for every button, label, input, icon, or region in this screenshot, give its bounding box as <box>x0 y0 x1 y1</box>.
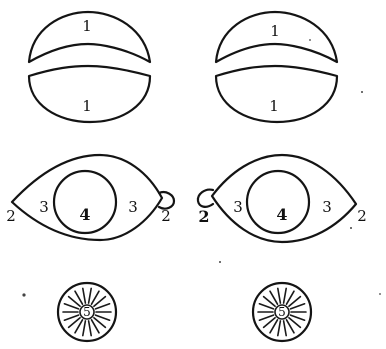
ray-line <box>83 288 86 303</box>
split-sphere-left: 1 1 <box>29 12 150 122</box>
label-5-left: 5 <box>83 305 91 319</box>
bud-right <box>198 190 213 207</box>
ray-line <box>83 321 86 336</box>
label-1-upper-right: 1 <box>270 22 280 40</box>
label-1-upper-left: 1 <box>82 17 92 35</box>
radiating-sphere-left: 5 <box>58 283 116 341</box>
ray-line <box>291 315 305 320</box>
ray-line <box>284 288 287 303</box>
speck <box>219 261 221 263</box>
label-3-right-left: 3 <box>233 198 243 216</box>
label-3-left-inner: 3 <box>39 198 49 216</box>
ray-line <box>89 321 92 336</box>
label-1-lower-left: 1 <box>82 97 92 115</box>
speck <box>22 293 25 296</box>
label-2-right-outer: 2 <box>357 207 367 225</box>
label-4-right: 4 <box>276 205 287 224</box>
label-4-left: 4 <box>79 205 90 224</box>
ray-line <box>89 288 92 303</box>
label-2-left-outer: 2 <box>6 207 16 225</box>
label-1-lower-right: 1 <box>269 97 279 115</box>
lens-outline-left <box>12 155 162 240</box>
lens-cell-right: 2 3 4 3 2 <box>198 155 367 242</box>
speck <box>361 91 363 93</box>
label-5-right: 5 <box>278 305 286 319</box>
print-specks <box>22 39 381 297</box>
speck <box>350 227 352 229</box>
label-2-right-bud: 2 <box>198 207 209 226</box>
speck <box>379 293 381 295</box>
ray-line <box>291 304 305 309</box>
lens-cell-left: 2 3 4 3 2 <box>6 155 174 240</box>
speck <box>309 39 311 41</box>
ray-line <box>96 315 110 320</box>
ray-line <box>278 321 281 336</box>
ray-line <box>96 304 110 309</box>
split-sphere-right: 1 1 <box>216 12 337 122</box>
ray-line <box>64 315 78 320</box>
ray-line <box>64 304 78 309</box>
radiating-sphere-right: 5 <box>253 283 311 341</box>
ray-line <box>259 315 273 320</box>
ray-line <box>259 304 273 309</box>
label-2-left-bud: 2 <box>161 207 171 225</box>
ray-line <box>278 288 281 303</box>
label-3-right-right: 3 <box>322 198 332 216</box>
label-3-left-right: 3 <box>128 198 138 216</box>
ray-line <box>284 321 287 336</box>
